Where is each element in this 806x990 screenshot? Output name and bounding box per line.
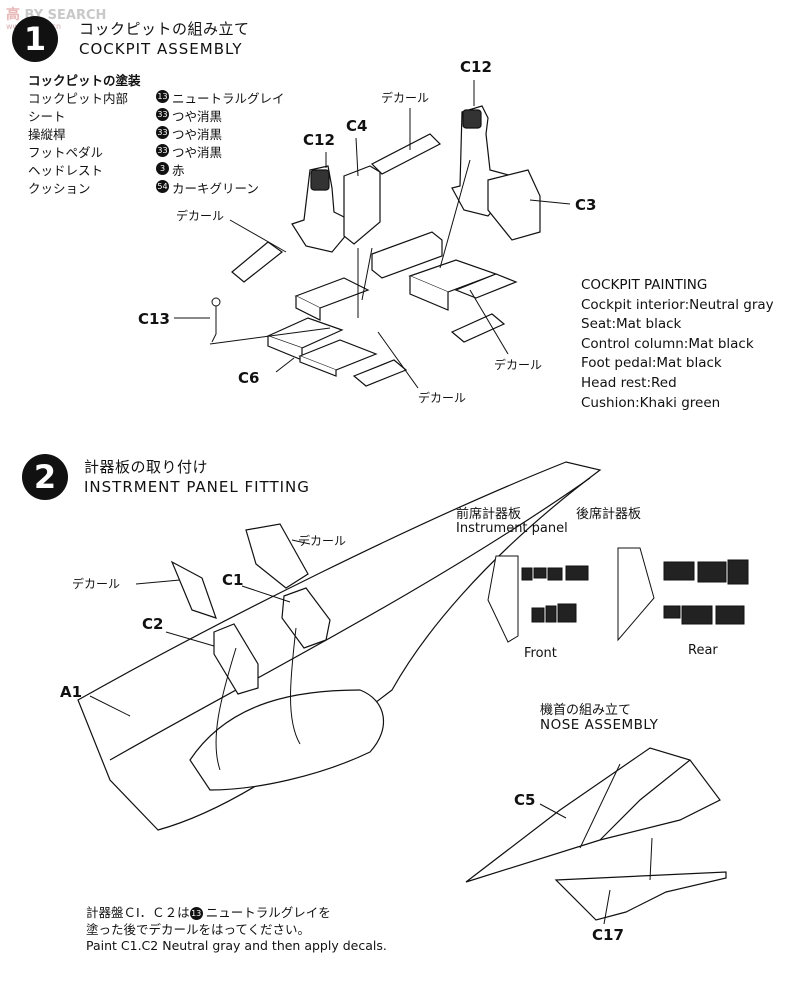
- step2-badge: 2: [22, 454, 68, 500]
- rear-panel-ja: 後席計器板: [576, 507, 642, 522]
- label-c5: C5: [514, 791, 536, 809]
- label-c12-left: C12: [303, 131, 335, 149]
- instrument-panel-en: Instrument panel: [456, 521, 568, 536]
- label-c2: C2: [142, 615, 164, 633]
- nose-title-ja: 機首の組み立て: [540, 703, 632, 718]
- decal-label: デカール: [176, 209, 225, 223]
- label-c3: C3: [575, 196, 597, 214]
- paint-row-en: Control column:Mat black: [581, 335, 754, 352]
- paint-row-en: Foot pedal:Mat black: [581, 355, 722, 372]
- front-panel-outline: [487, 555, 519, 643]
- step1-title-en: COCKPIT ASSEMBLY: [79, 40, 243, 58]
- label-c1: C1: [222, 571, 244, 589]
- paint-row-en: Seat:Mat black: [581, 316, 682, 333]
- nose-c5: [465, 747, 721, 883]
- paint-row-en: Cushion:Khaki green: [581, 394, 721, 411]
- decal-label: デカール: [418, 391, 467, 405]
- panel-c4: [343, 165, 381, 245]
- decal-label: デカール: [72, 577, 121, 591]
- paint-table-en: COCKPIT PAINTING Cockpit interior:Neutra…: [581, 276, 774, 413]
- label-c6: C6: [238, 369, 260, 387]
- label-c17: C17: [592, 926, 624, 944]
- decal-label: デカール: [494, 358, 543, 372]
- watermark-chars: 高: [6, 7, 20, 23]
- decal-label: デカール: [381, 91, 430, 105]
- label-a1: A1: [60, 683, 83, 701]
- label-c13: C13: [138, 310, 170, 328]
- nose-title-en: NOSE ASSEMBLY: [540, 717, 659, 733]
- label-c4: C4: [346, 117, 368, 135]
- panel-c1: [281, 587, 331, 649]
- paint-row-en: Head rest:Red: [581, 374, 677, 391]
- paint-heading-en: COCKPIT PAINTING: [581, 277, 708, 293]
- panel-c3: [487, 169, 541, 241]
- step1-title-ja: コックピットの組み立て: [79, 20, 250, 38]
- nose-c17: [554, 871, 727, 921]
- decal-label: デカール: [298, 534, 347, 548]
- label-c12-right: C12: [460, 58, 492, 76]
- front-label: Front: [524, 646, 557, 661]
- panel-c2: [213, 623, 259, 695]
- rear-label: Rear: [688, 643, 718, 658]
- front-panel-ja: 前席計器板: [456, 507, 522, 522]
- rear-panel-outline: [617, 547, 655, 642]
- step2-title-en: INSTRMENT PANEL FITTING: [84, 478, 310, 496]
- step1-badge: 1: [12, 16, 58, 62]
- step2-title-ja: 計器板の取り付け: [84, 458, 209, 476]
- paint-row-en: Cockpit interior:Neutral gray: [581, 296, 774, 313]
- paint-heading-ja: コックピットの塗装: [28, 73, 141, 88]
